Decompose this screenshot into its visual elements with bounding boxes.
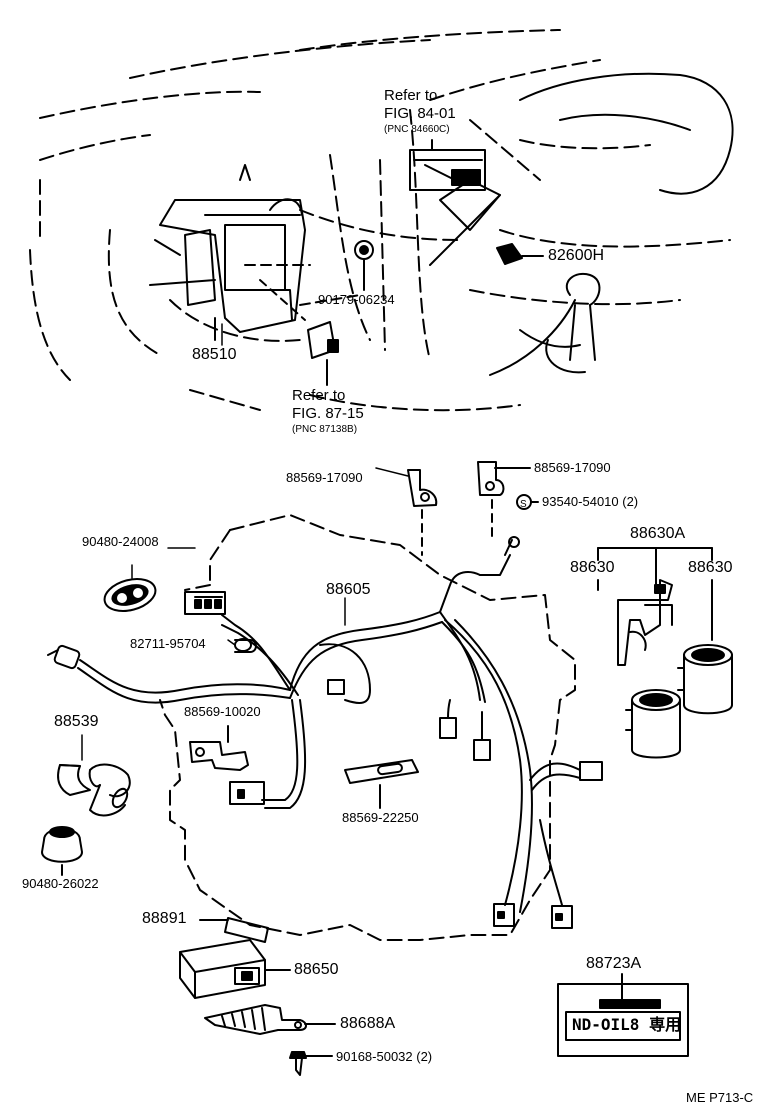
switch-84660c xyxy=(409,139,486,191)
part-90179-06234-label: 90179-06234 xyxy=(318,292,395,307)
screw-90168-50032 xyxy=(289,1051,333,1076)
part-88723a-label: 88723A xyxy=(586,955,642,972)
refer-to-label-84: Refer to xyxy=(384,87,438,104)
nut-90179-06234 xyxy=(354,240,374,291)
part-82711-95704-label: 82711-95704 xyxy=(130,636,206,651)
relay-87138b xyxy=(259,279,339,386)
grommet-90480-24008 xyxy=(103,578,157,612)
part-88569-10020-label: 88569-10020 xyxy=(184,704,261,719)
bracket-88569-10020 xyxy=(189,725,249,771)
footer-code: ME P713-C xyxy=(686,1090,754,1105)
part-88539-label: 88539 xyxy=(54,713,99,730)
part-82600h-label: 82600H xyxy=(548,247,605,264)
bracket-88688a xyxy=(204,1004,336,1035)
part-88630-left-label: 88630 xyxy=(570,559,615,576)
bracket-88569-22250 xyxy=(344,759,419,809)
relay-88630-right xyxy=(677,579,733,715)
pnc-87138b-label: (PNC 87138B) xyxy=(292,424,358,435)
fig-84-01-label: FIG. 84-01 xyxy=(384,105,456,122)
part-88630a-label: 88630A xyxy=(630,525,686,542)
wire-harness-88605 xyxy=(47,536,603,929)
bracket-88569-17090-left xyxy=(407,469,438,556)
part-90480-26022-label: 90480-26022 xyxy=(22,876,99,891)
part-88688a-label: 88688A xyxy=(340,1015,396,1032)
ecu-88510 xyxy=(149,164,361,341)
fig-87-15-label: FIG. 87-15 xyxy=(292,405,364,422)
part-88569-17090-right-label: 88569-17090 xyxy=(534,460,611,475)
relay-88630-left xyxy=(597,579,681,759)
relay-82600h xyxy=(496,243,544,265)
part-90480-24008-label: 90480-24008 xyxy=(82,534,159,549)
part-88510-label: 88510 xyxy=(192,346,237,363)
ecu-88650 xyxy=(179,939,291,999)
svg-text:S: S xyxy=(520,499,527,510)
label-plate-text: ND-OIL8 専用 xyxy=(572,1015,682,1034)
label-plate-88723a xyxy=(557,973,689,1057)
part-88569-22250-label: 88569-22250 xyxy=(342,810,419,825)
leader-lines xyxy=(81,323,409,761)
screw-93540-54010: S xyxy=(516,494,539,510)
part-88569-17090-left-label: 88569-17090 xyxy=(286,470,363,485)
console-outline xyxy=(429,72,734,376)
part-88650-label: 88650 xyxy=(294,961,339,978)
part-88891-label: 88891 xyxy=(142,910,187,927)
bracket-88569-17090-right xyxy=(477,461,531,541)
hose-88539 xyxy=(57,763,131,817)
dashboard-outline xyxy=(29,29,731,412)
cap-90480-26022 xyxy=(41,826,83,876)
pnc-84660c-label: (PNC 84660C) xyxy=(384,124,450,135)
strip-88891 xyxy=(199,917,269,943)
part-88605-label: 88605 xyxy=(326,581,371,598)
part-93540-54010-label: 93540-54010 (2) xyxy=(542,494,639,509)
part-90168-50032-label: 90168-50032 (2) xyxy=(336,1049,433,1064)
part-88630-right-label: 88630 xyxy=(688,559,733,576)
bracket-88630a xyxy=(597,547,713,666)
refer-to-label-87: Refer to xyxy=(292,387,346,404)
engine-outline xyxy=(159,514,576,941)
